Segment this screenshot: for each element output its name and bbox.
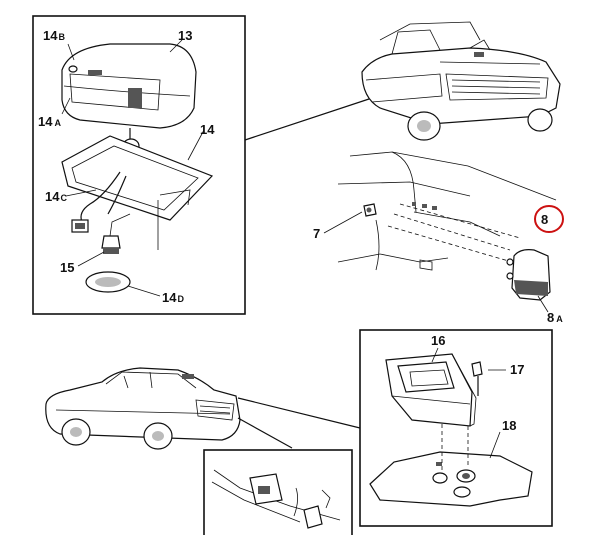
trunk-wiring-detail-box [203, 449, 353, 535]
bulb-socket [101, 235, 121, 249]
leader-7 [323, 211, 363, 234]
lamp-lens-dot [68, 65, 78, 73]
leader-box1-to-car [244, 97, 373, 141]
callout-13: 13 [178, 28, 192, 43]
lamp-assembly-detail-box [32, 15, 246, 315]
highlight-circle-8 [534, 205, 564, 233]
callout-14b: 14B [43, 28, 65, 43]
callout-17: 17 [510, 362, 524, 377]
coupe-car-illustration [45, 367, 241, 450]
lamp-base-plate [61, 135, 214, 221]
rear-shelf-panel [369, 451, 533, 507]
callout-18: 18 [502, 418, 516, 433]
callout-8: 8 [541, 212, 548, 227]
leader-coupe-to-box3 [237, 417, 293, 449]
callout-7: 7 [313, 226, 320, 241]
coupe-lamp-detail-box [359, 329, 553, 527]
callout-14d: 14D [162, 290, 184, 305]
callout-14c: 14C [45, 189, 67, 204]
rear-lamp-mount-view [337, 151, 557, 313]
callout-15: 15 [60, 260, 74, 275]
lamp-housing [61, 43, 197, 129]
leader-coupe-to-box2 [237, 397, 361, 429]
callout-14: 14 [200, 122, 215, 137]
lamp-screw [471, 361, 483, 377]
convertible-car-illustration [361, 21, 561, 141]
callout-16: 16 [431, 333, 445, 348]
